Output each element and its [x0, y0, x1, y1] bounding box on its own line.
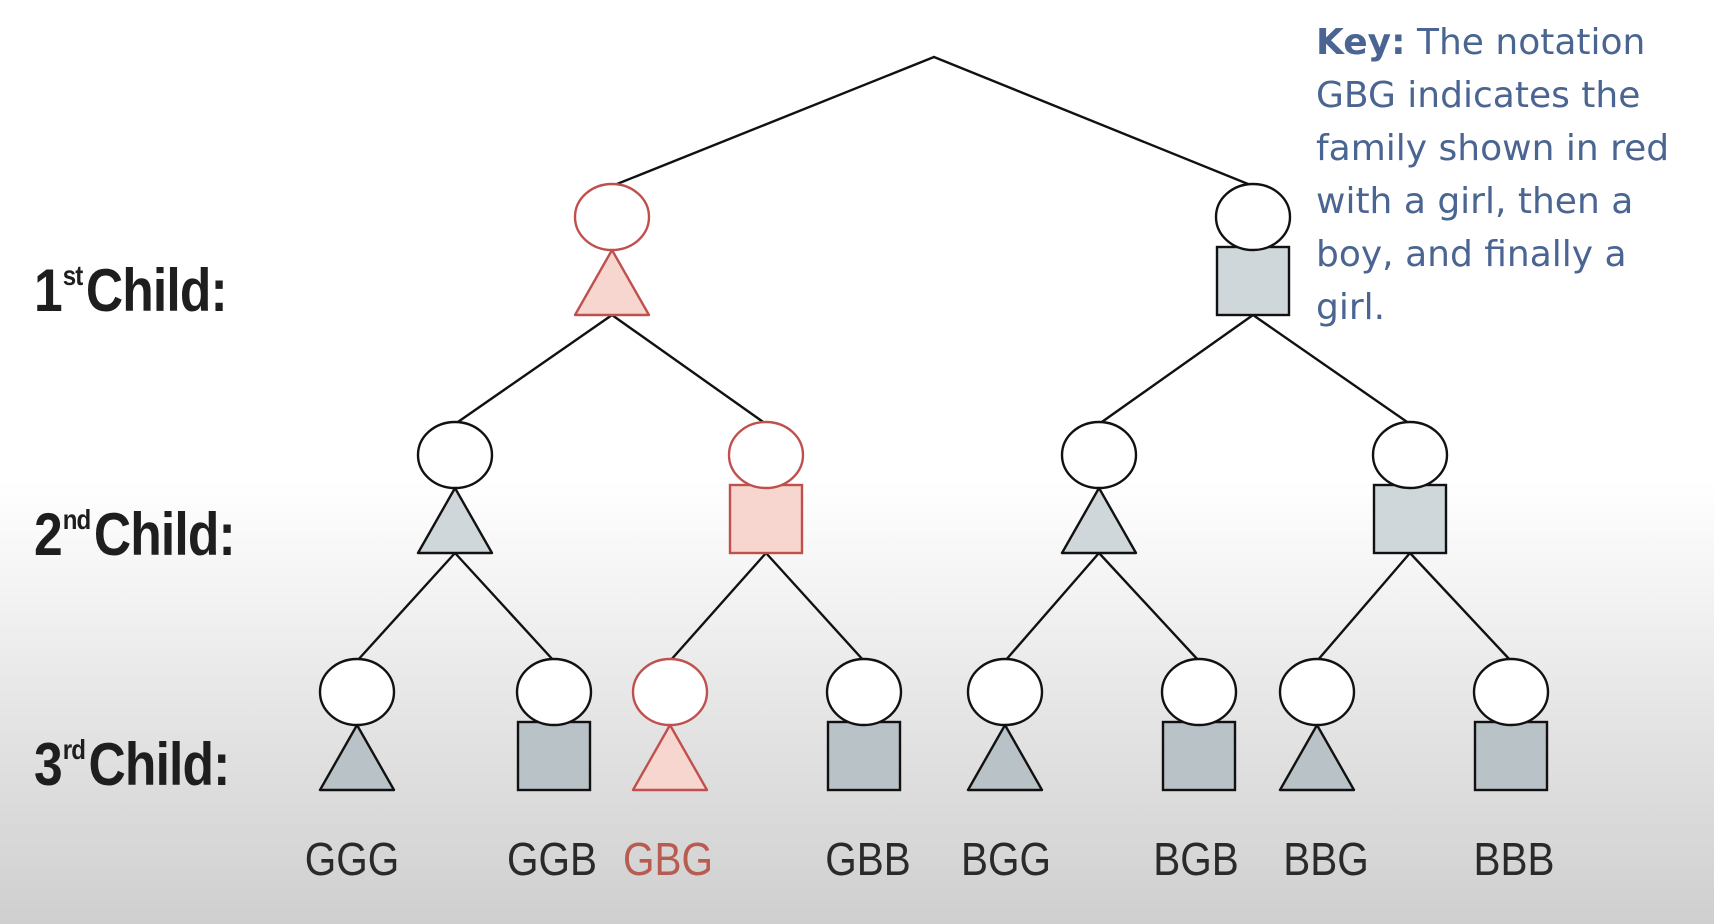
boy-square-icon [1161, 720, 1237, 792]
key-note: Key: The notation GBG indicates the fami… [1316, 16, 1706, 334]
third-child-node-bbb [1472, 657, 1550, 792]
head-circle-icon [1060, 420, 1138, 490]
key-text: The notation GBG indicates the family sh… [1316, 22, 1670, 328]
third-child-node-bbg [1278, 657, 1356, 792]
row-label-first-child: 1stChild: [34, 257, 228, 324]
third-child-node-ggg [318, 657, 396, 792]
outcome-label-gbg: GBG [623, 833, 713, 885]
branch-level2-level3 [1097, 551, 1201, 663]
outcome-label-bgg: BGG [961, 833, 1051, 885]
head-circle-icon [1278, 657, 1356, 727]
branch-root-boy [932, 55, 1255, 188]
branch-level2-level3 [453, 551, 556, 663]
branch-level1-level2 [1097, 313, 1255, 426]
second-child-node-gb [727, 420, 805, 555]
third-child-node-gbb [825, 657, 903, 792]
tree-branches [355, 55, 1513, 663]
key-heading: Key: [1316, 22, 1406, 63]
boy-square-icon [826, 720, 902, 792]
girl-triangle-icon [966, 723, 1044, 792]
row-label-second-child: 2ndChild: [34, 501, 236, 568]
third-child-node-gbg [631, 657, 709, 792]
first-child-node-g [573, 182, 651, 317]
tree-nodes [318, 182, 1550, 792]
second-child-node-gg [416, 420, 494, 555]
outcome-label-ggb: GGB [507, 833, 597, 885]
boy-square-icon [1473, 720, 1549, 792]
first-child-node-b [1214, 182, 1292, 317]
outcome-label-bgb: BGB [1153, 833, 1239, 885]
branch-level2-level3 [1315, 551, 1412, 663]
boy-square-icon [1372, 483, 1448, 555]
second-child-node-bb [1371, 420, 1449, 555]
branch-level2-level3 [1408, 551, 1513, 663]
branch-level1-level2 [453, 313, 614, 426]
boy-square-icon [728, 483, 804, 555]
branch-level2-level3 [764, 551, 866, 663]
head-circle-icon [1371, 420, 1449, 490]
boy-square-icon [516, 720, 592, 792]
head-circle-icon [631, 657, 709, 727]
outcome-label-ggg: GGG [304, 833, 400, 885]
girl-triangle-icon [1060, 486, 1138, 555]
girl-triangle-icon [318, 723, 396, 792]
head-circle-icon [1160, 657, 1238, 727]
girl-triangle-icon [416, 486, 494, 555]
head-circle-icon [1214, 182, 1292, 252]
head-circle-icon [416, 420, 494, 490]
branch-level2-level3 [668, 551, 768, 663]
branch-level1-level2 [610, 313, 768, 426]
third-child-node-bgb [1160, 657, 1238, 792]
head-circle-icon [966, 657, 1044, 727]
branch-level2-level3 [355, 551, 457, 663]
outcome-label-bbb: BBB [1473, 833, 1555, 885]
girl-triangle-icon [573, 248, 651, 317]
head-circle-icon [825, 657, 903, 727]
branch-level1-level2 [1251, 313, 1412, 426]
head-circle-icon [1472, 657, 1550, 727]
boy-square-icon [1215, 245, 1291, 317]
girl-triangle-icon [631, 723, 709, 792]
second-child-node-bg [1060, 420, 1138, 555]
row-label-third-child: 3rdChild: [34, 731, 230, 798]
head-circle-icon [573, 182, 651, 252]
head-circle-icon [727, 420, 805, 490]
third-child-node-bgg [966, 657, 1044, 792]
girl-triangle-icon [1278, 723, 1356, 792]
head-circle-icon [515, 657, 593, 727]
outcome-label-bbg: BBG [1283, 833, 1369, 885]
branch-level2-level3 [1003, 551, 1101, 663]
outcome-label-gbb: GBB [825, 833, 911, 885]
head-circle-icon [318, 657, 396, 727]
third-child-node-ggb [515, 657, 593, 792]
branch-root-girl [610, 55, 936, 188]
